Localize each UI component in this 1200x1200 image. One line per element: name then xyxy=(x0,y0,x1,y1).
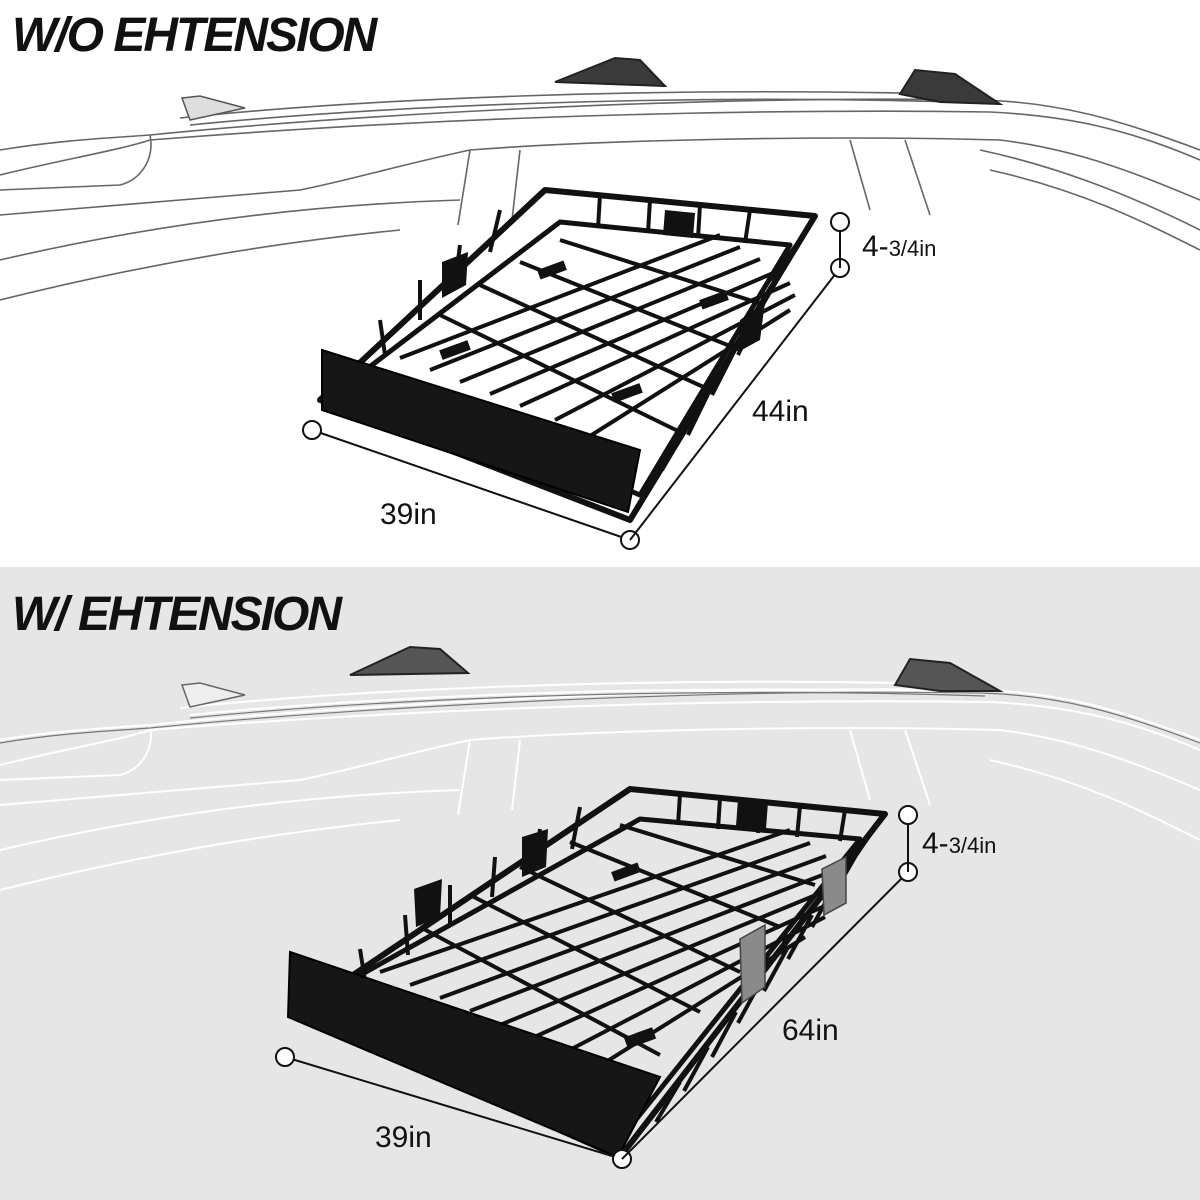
rear-rail-mount xyxy=(898,68,1004,106)
dimension-length-top: 44in xyxy=(629,258,850,541)
car-roof-illustration: 39in 44in 4-3/4in xyxy=(0,56,1200,550)
height-fraction: 3/4in xyxy=(949,833,997,858)
basket-bracket xyxy=(738,302,765,352)
height-label: 4-3/4in xyxy=(862,230,936,263)
panel-with-extension: 39in 64in 4-3/4in W/ EHTENSION xyxy=(0,567,1200,1200)
length-label: 64in xyxy=(782,1014,839,1047)
car-roof-outline xyxy=(0,91,1200,301)
dimension-height-bottom: 4-3/4in xyxy=(898,805,996,872)
wind-fairing xyxy=(321,348,642,514)
extension-joint xyxy=(739,923,766,1005)
height-whole: 4- xyxy=(862,230,889,263)
roof-rail-mounts xyxy=(180,645,1004,708)
basket-bracket xyxy=(522,829,548,877)
rear-rail-mount xyxy=(893,657,1004,692)
dimension-endpoint xyxy=(275,1047,295,1067)
basket-bracket xyxy=(736,799,768,829)
dimension-height-top: 4-3/4in xyxy=(830,212,936,268)
dimension-endpoint xyxy=(302,420,322,440)
mounting-clamps xyxy=(611,862,657,1049)
panel-heading-without-extension: W/O EHTENSION xyxy=(12,9,377,62)
front-rail-mount xyxy=(554,56,668,88)
dimension-endpoint xyxy=(898,805,918,825)
dimension-length-bottom: 64in xyxy=(621,862,918,1160)
height-fraction: 3/4in xyxy=(889,236,937,261)
height-label: 4-3/4in xyxy=(922,827,996,860)
extension-joint xyxy=(821,855,847,917)
panel-without-extension: 39in 44in 4-3/4in W/O EHTENSION xyxy=(0,0,1200,567)
length-label: 44in xyxy=(752,395,809,428)
roof-basket-bottom xyxy=(286,786,888,1160)
panel-heading-with-extension: W/ EHTENSION xyxy=(12,588,342,641)
car-roof-shadow-lines xyxy=(0,691,1200,744)
dimension-endpoint xyxy=(830,212,850,232)
basket-bracket xyxy=(414,879,442,927)
roof-basket-top xyxy=(317,187,818,523)
dimension-width-bottom: 39in xyxy=(275,1047,632,1169)
front-rail-mount xyxy=(349,645,471,676)
car-roof-outline xyxy=(0,680,1200,891)
width-label: 39in xyxy=(380,498,437,531)
roof-antenna xyxy=(180,95,246,121)
basket-outer-rail xyxy=(317,187,818,523)
width-label: 39in xyxy=(375,1121,432,1154)
basket-bracket xyxy=(442,252,468,298)
roof-antenna xyxy=(180,682,246,708)
height-whole: 4- xyxy=(922,827,949,860)
roof-rail-mounts xyxy=(180,56,1004,121)
mounting-clamps xyxy=(439,260,729,403)
basket-floor-grid xyxy=(379,823,846,1074)
basket-bracket xyxy=(663,210,695,238)
car-roof-illustration: 39in 64in 4-3/4in xyxy=(0,645,1200,1169)
